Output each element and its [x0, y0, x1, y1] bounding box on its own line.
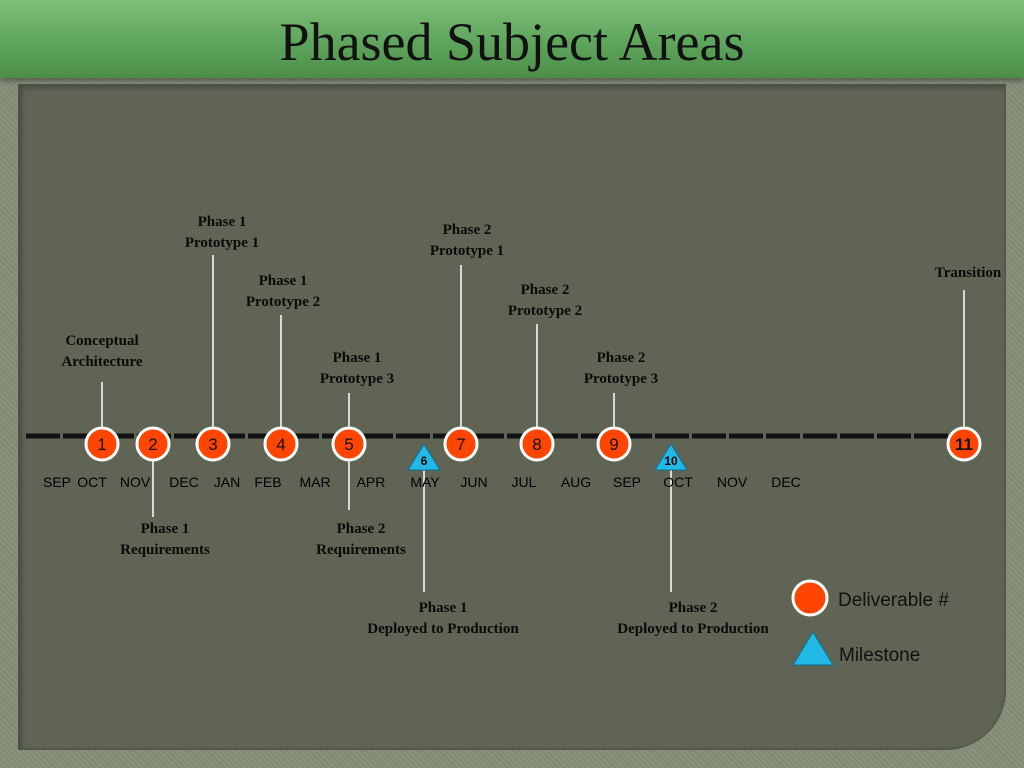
- deliverable-marker: [946, 426, 982, 462]
- deliverable-marker: [135, 426, 171, 462]
- milestone-number: 6: [421, 454, 428, 468]
- event-label-line: Deployed to Production: [367, 621, 519, 637]
- event-label: Phase 2 Deployed to Production: [617, 600, 769, 637]
- milestone-marker: [654, 443, 688, 471]
- deliverable-marker: [331, 426, 367, 462]
- month-label: MAY: [410, 474, 440, 490]
- event-label-line: Phase 2: [521, 282, 570, 298]
- deliverable-marker: [195, 426, 231, 462]
- title-bar: Phased Subject Areas: [0, 0, 1024, 78]
- milestone-marker: [407, 443, 441, 471]
- event-label-line: Deployed to Production: [617, 621, 769, 637]
- event-label-line: Phase 1: [419, 600, 468, 616]
- legend: Deliverable # Milestone: [791, 579, 949, 666]
- event-label-line: Prototype 2: [246, 294, 320, 310]
- month-label: AUG: [561, 474, 591, 490]
- deliverable-number: 9: [609, 435, 618, 454]
- month-label: JUL: [512, 474, 537, 490]
- event-label-line: Prototype 1: [430, 243, 504, 259]
- event-label-line: Requirements: [120, 542, 210, 558]
- deliverable-marker: [596, 426, 632, 462]
- event-label-line: Phase 1: [141, 521, 190, 537]
- event-label-line: Prototype 3: [320, 371, 394, 387]
- deliverable-marker: [263, 426, 299, 462]
- event-label-line: Prototype 1: [185, 235, 259, 251]
- month-label: MAR: [299, 474, 330, 490]
- deliverable-number: 11: [955, 435, 973, 454]
- month-label: OCT: [663, 474, 693, 490]
- event-label-line: Phase 2: [443, 222, 492, 238]
- event-label-line: Prototype 3: [584, 371, 658, 387]
- event-label-line: Phase 2: [337, 521, 386, 537]
- event-label-line: Phase 2: [669, 600, 718, 616]
- month-label: JUN: [460, 474, 487, 490]
- event-markers: 1 2 3 4 5 7 8 9 11 6 10: [84, 426, 982, 471]
- event-label: Phase 1 Deployed to Production: [367, 600, 519, 637]
- event-label-line: Phase 1: [198, 214, 247, 230]
- event-label: Phase 2 Requirements: [316, 521, 406, 558]
- event-label: Phase 2 Prototype 3: [584, 350, 658, 387]
- deliverable-number: 1: [97, 435, 106, 454]
- month-label: DEC: [169, 474, 199, 490]
- month-label: OCT: [77, 474, 107, 490]
- month-label: NOV: [717, 474, 748, 490]
- deliverable-number: 4: [276, 435, 285, 454]
- deliverable-number: 7: [456, 435, 465, 454]
- event-label-line: Requirements: [316, 542, 406, 558]
- deliverable-marker: [519, 426, 555, 462]
- month-label: APR: [357, 474, 386, 490]
- content-panel: [18, 84, 1006, 750]
- month-label: NOV: [120, 474, 151, 490]
- month-label: DEC: [771, 474, 801, 490]
- month-label: SEP: [43, 474, 71, 490]
- deliverable-marker: [84, 426, 120, 462]
- deliverable-number: 2: [148, 435, 157, 454]
- event-label: Phase 1 Prototype 1: [185, 214, 259, 251]
- event-label: Phase 1 Prototype 2: [246, 273, 320, 310]
- event-label-line: Architecture: [61, 354, 142, 370]
- month-label: FEB: [254, 474, 281, 490]
- month-label: SEP: [613, 474, 641, 490]
- event-label-line: Transition: [935, 265, 1002, 281]
- legend-deliverable-label: Deliverable #: [838, 590, 949, 611]
- deliverable-number: 5: [344, 435, 353, 454]
- deliverable-number: 3: [208, 435, 217, 454]
- event-label-line: Conceptual: [65, 333, 138, 349]
- deliverable-marker: [443, 426, 479, 462]
- event-label: Phase 1 Requirements: [120, 521, 210, 558]
- page-title: Phased Subject Areas: [279, 12, 745, 72]
- event-label: Phase 2 Prototype 1: [430, 222, 504, 259]
- deliverable-number: 8: [532, 435, 541, 454]
- event-label: Phase 2 Prototype 2: [508, 282, 582, 319]
- event-label: Transition: [935, 265, 1002, 281]
- milestone-number: 10: [664, 454, 678, 468]
- event-label-line: Prototype 2: [508, 303, 582, 319]
- event-label-line: Phase 1: [333, 350, 382, 366]
- month-labels: SEP OCT NOV DEC JAN FEB MAR APR MAY JUN JUL AUG SEP O…: [43, 474, 801, 490]
- legend-milestone-icon: [792, 631, 834, 666]
- legend-deliverable-icon: [791, 579, 829, 617]
- connector-lines: [101, 255, 965, 592]
- month-label: JAN: [214, 474, 240, 490]
- legend-milestone-label: Milestone: [839, 645, 920, 666]
- event-label-line: Phase 2: [597, 350, 646, 366]
- event-label: Phase 1 Prototype 3: [320, 350, 394, 387]
- event-label-line: Phase 1: [259, 273, 308, 289]
